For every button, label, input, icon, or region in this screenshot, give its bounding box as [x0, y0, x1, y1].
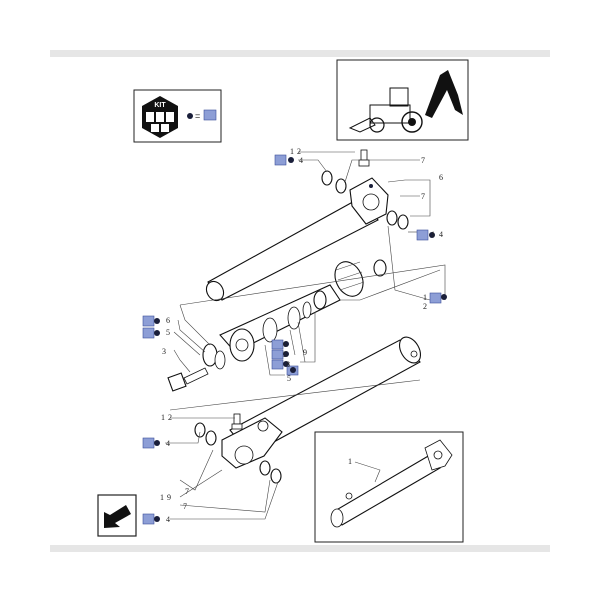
- label-1: 1: [161, 413, 165, 422]
- cylinder-assembly-illustration: [330, 439, 453, 528]
- tag-center-8[interactable]: [271, 359, 284, 370]
- callout-labels: 1 2 4 7 6 7 1 4 1 2 6 5 3 6 5 9 8 5 1 2 …: [160, 147, 443, 524]
- label-4: 4: [299, 156, 303, 165]
- bottom-band: [50, 545, 550, 552]
- grease-fitting-lower: [231, 413, 243, 430]
- tag-center-6[interactable]: [271, 339, 284, 350]
- label-4: 4: [439, 230, 443, 239]
- label-6: 6: [166, 316, 170, 325]
- kit-dot-icon: [187, 113, 193, 119]
- label-6: 6: [283, 340, 287, 349]
- label-8: 8: [286, 360, 290, 369]
- label-2: 2: [423, 302, 427, 311]
- label-7: 7: [183, 502, 187, 511]
- tag-top-left[interactable]: [274, 154, 287, 166]
- tag-center-5[interactable]: [271, 349, 284, 360]
- washers-top: [321, 170, 409, 230]
- label-7: 7: [421, 156, 425, 165]
- inset-label-1: 1: [348, 457, 352, 466]
- kit-tag-icon[interactable]: [203, 109, 217, 121]
- label-1: 1: [431, 230, 435, 239]
- label-1: 1: [423, 293, 427, 302]
- label-4: 4: [166, 439, 170, 448]
- label-9: 9: [167, 493, 171, 502]
- leader-lines: [165, 151, 446, 520]
- label-4: 4: [166, 515, 170, 524]
- tag-right-14[interactable]: [416, 229, 429, 241]
- tag-lower-4[interactable]: [142, 437, 155, 449]
- piston-rod: [219, 259, 387, 362]
- navigation-arrow-icon[interactable]: [97, 494, 137, 537]
- kit-equals: =: [195, 111, 200, 121]
- cylinder-barrel-lower: [221, 336, 422, 469]
- tag-mid-1[interactable]: [429, 292, 442, 304]
- seals-left: [202, 343, 226, 370]
- label-7: 7: [421, 192, 425, 201]
- label-5: 5: [166, 328, 170, 337]
- label-1: 1: [160, 493, 164, 502]
- bolt: [167, 367, 209, 392]
- tag-left-5[interactable]: [142, 327, 155, 339]
- top-band: [50, 50, 550, 57]
- label-7: 7: [185, 487, 189, 496]
- kit-label: KIT: [154, 102, 166, 109]
- cylinder-assembly-inset: 1: [314, 431, 464, 543]
- label-5: 5: [287, 374, 291, 383]
- backhoe-loader-illustration: [348, 70, 463, 133]
- label-2: 2: [297, 147, 301, 156]
- label-2: 2: [168, 413, 172, 422]
- kit-icon: KIT: [142, 96, 178, 138]
- label-1: 1: [290, 147, 294, 156]
- kit-legend: KIT =: [133, 89, 222, 143]
- cylinder-barrel-upper: [205, 177, 389, 302]
- label-5: 5: [283, 350, 287, 359]
- tag-left-6[interactable]: [142, 315, 155, 327]
- washers-lower: [194, 422, 282, 484]
- tag-lower-4b[interactable]: [142, 513, 155, 525]
- label-9: 9: [303, 348, 307, 357]
- label-6: 6: [439, 173, 443, 182]
- grease-fitting-top: [358, 149, 370, 167]
- callout-tags: [142, 154, 447, 525]
- label-3: 3: [162, 347, 166, 356]
- backhoe-panel: [336, 59, 469, 141]
